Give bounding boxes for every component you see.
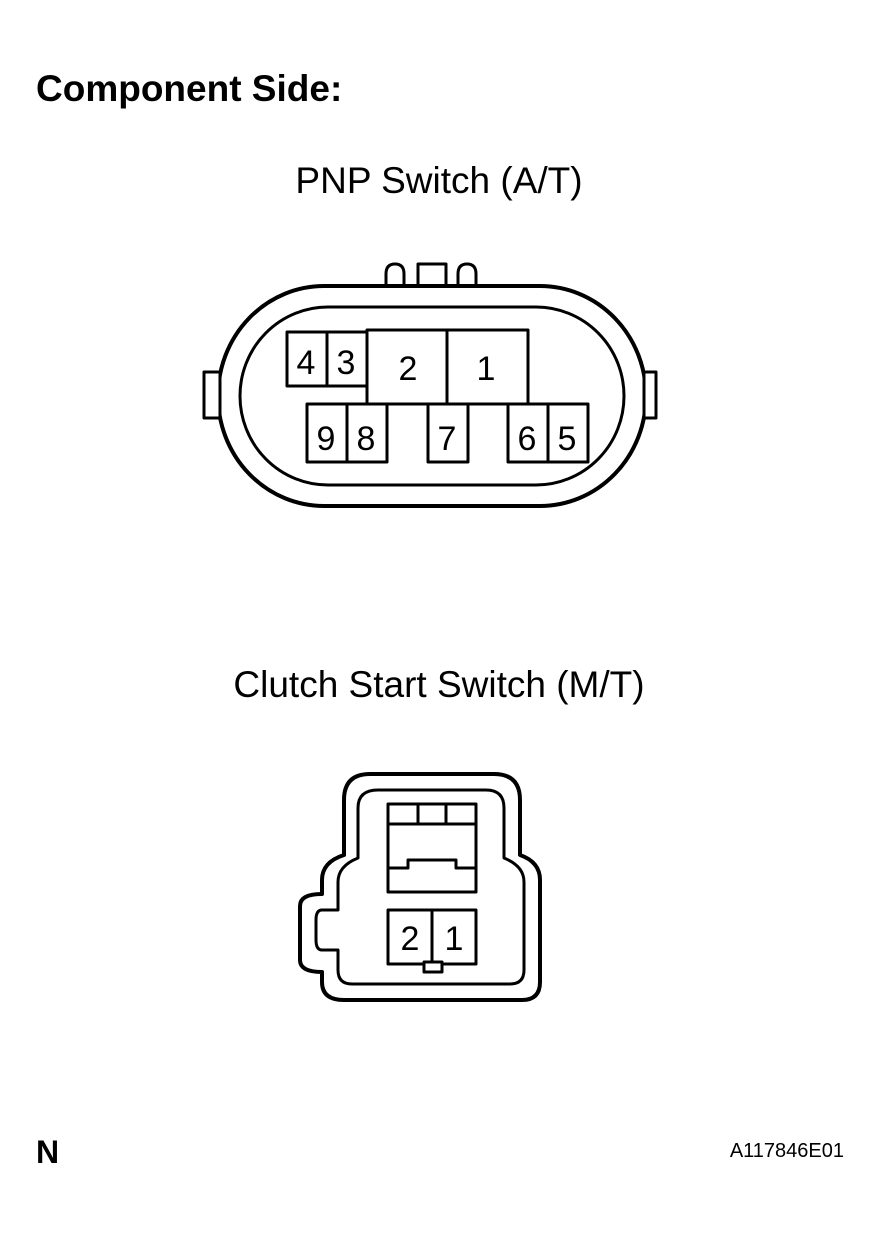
pnp-pin-1: 1 <box>477 350 496 388</box>
clutch-terminal-cavities <box>386 908 478 974</box>
page-heading: Component Side: <box>36 68 343 109</box>
pnp-pin-8: 8 <box>357 420 376 458</box>
pnp-pin-6: 6 <box>518 420 537 458</box>
pnp-pin-2: 2 <box>399 350 418 388</box>
figure-code: A117846E01 <box>729 1140 844 1162</box>
clutch-pin-1: 1 <box>445 920 464 958</box>
clutch-connector-housing <box>298 772 542 1002</box>
pnp-pin-4: 4 <box>297 344 316 382</box>
pnp-pin-7: 7 <box>438 420 457 458</box>
pnp-connector-housing <box>202 262 658 508</box>
pnp-pin-5: 5 <box>558 420 577 458</box>
pnp-pin-9: 9 <box>317 420 336 458</box>
pnp-switch-title: PNP Switch (A/T) <box>295 160 583 201</box>
pnp-pin-3: 3 <box>337 344 356 382</box>
clutch-pin-2: 2 <box>401 920 420 958</box>
footer-left-label: N <box>36 1134 60 1170</box>
pnp-terminal-cavities <box>285 328 590 464</box>
clutch-switch-title: Clutch Start Switch (M/T) <box>233 664 645 705</box>
